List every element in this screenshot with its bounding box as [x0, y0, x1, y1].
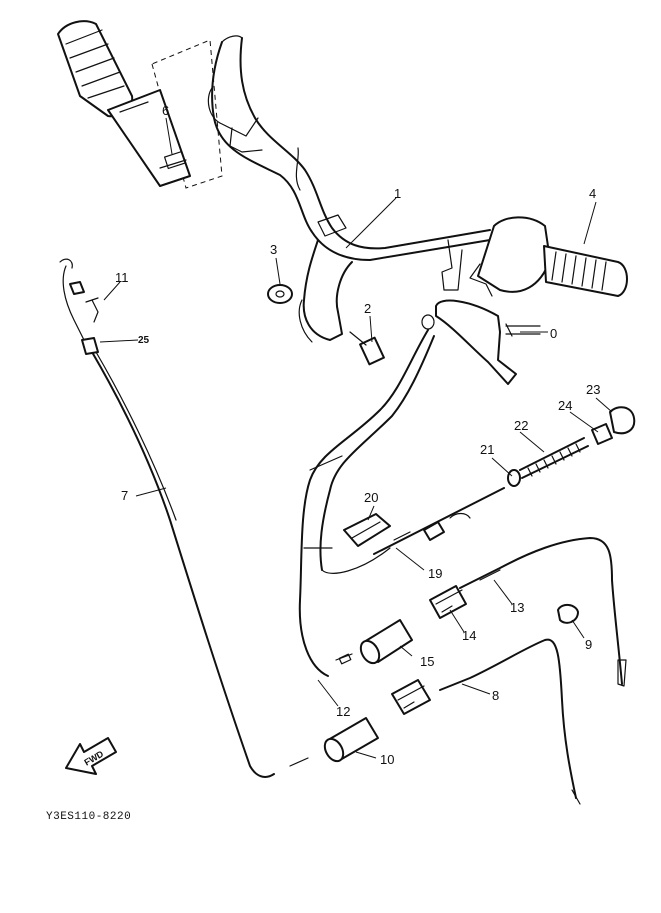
- cable-clip: [343, 513, 391, 547]
- callout-12: 12: [336, 704, 350, 719]
- callout-1: 1: [394, 186, 401, 201]
- callout-9: 9: [585, 637, 592, 652]
- handlebar: [207, 35, 491, 291]
- cable-connector-upper: [429, 585, 467, 619]
- callout-25: 25: [138, 335, 150, 346]
- callout-6: 6: [162, 103, 169, 118]
- clutch-cable: [59, 258, 275, 778]
- adjuster-spring: [519, 437, 589, 479]
- callout-20: 20: [364, 490, 378, 505]
- washer: [267, 284, 293, 304]
- handlebar-holder: [298, 239, 353, 343]
- callout-13: 13: [510, 600, 524, 615]
- throttle-cable-loop: [298, 329, 435, 677]
- callout-19: 19: [428, 566, 442, 581]
- cable-connector-lower: [391, 679, 431, 715]
- callout-21: 21: [480, 442, 494, 457]
- sleeve-lower: [289, 717, 379, 767]
- leader-lines: [99, 117, 613, 759]
- cable-holder: [557, 604, 579, 624]
- callout-15: 15: [420, 654, 434, 669]
- callout-7: 7: [121, 488, 128, 503]
- callout-labels: 1 2 3 4 6 7 8 9 10 11 12 13 14 15 19 20 …: [115, 103, 600, 767]
- callout-11: 11: [115, 270, 129, 285]
- callout-2: 2: [364, 301, 371, 316]
- callout-23: 23: [586, 382, 600, 397]
- screw: [85, 297, 99, 323]
- callout-14: 14: [462, 628, 476, 643]
- cable-end-cap: [609, 406, 636, 435]
- left-grip: [57, 20, 191, 187]
- callout-4: 4: [589, 186, 596, 201]
- callout-24: 24: [558, 398, 572, 413]
- adjuster-nut: [507, 469, 521, 487]
- callout-3: 3: [270, 242, 277, 257]
- right-grip: [469, 216, 628, 297]
- inner-cable: [373, 487, 505, 555]
- bolt: [349, 331, 385, 366]
- diagram-code: Y3ES110-8220: [46, 811, 131, 823]
- choke-cable: [459, 537, 627, 687]
- callout-0: 0: [550, 326, 557, 341]
- cable-guide-bracket: [421, 299, 541, 385]
- callout-10: 10: [380, 752, 394, 767]
- forward-arrow: FWD: [65, 737, 117, 775]
- cable-adjuster: [591, 423, 613, 445]
- throttle-cable-lower: [439, 638, 581, 805]
- callout-8: 8: [492, 688, 499, 703]
- sleeve-upper: [335, 619, 413, 665]
- callout-22: 22: [514, 418, 528, 433]
